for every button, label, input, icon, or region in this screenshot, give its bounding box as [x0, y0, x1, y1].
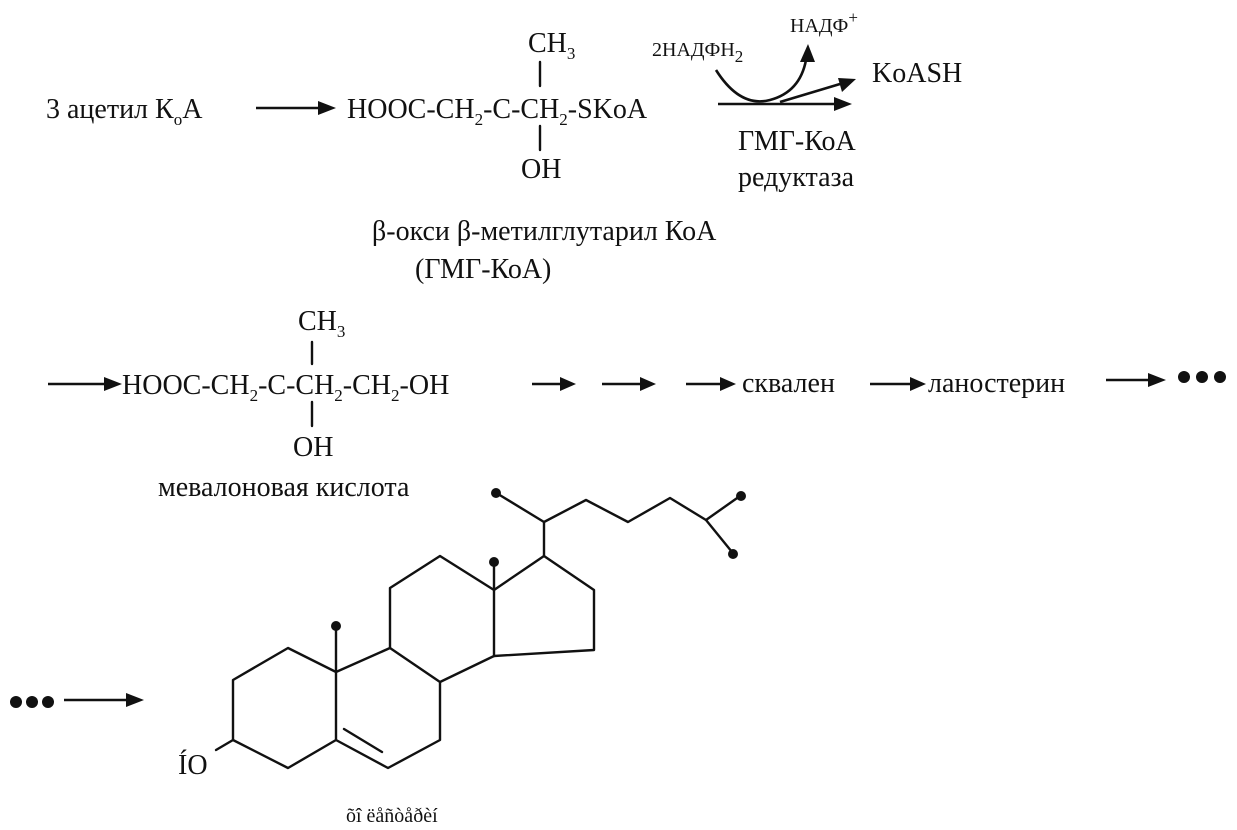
arrow-1: [256, 101, 336, 115]
arrow-6: [870, 377, 926, 391]
arrow-8: [64, 693, 144, 707]
arrow-7: [1106, 373, 1166, 387]
reductase-arrow: [714, 44, 856, 111]
mevalonate-formula: HOOC-CH2-C-CH2-CH2-OH: [122, 370, 449, 405]
start-label: 3 ацетил КоА: [46, 94, 203, 129]
arrow-2: [48, 377, 122, 391]
arrow-5: [686, 377, 736, 391]
row1-ch3: CH3: [528, 28, 575, 63]
arrow-3: [532, 377, 576, 391]
row1-oh: OH: [521, 154, 561, 185]
enzyme-name-2: редуктаза: [738, 162, 855, 193]
product-label: õî ëåñòåðèí: [346, 805, 438, 827]
hmg-coa-abbr: (ГМГ-КоА): [415, 254, 551, 285]
lanosterol-label: ланостерин: [928, 368, 1065, 399]
squalene-label: сквален: [742, 368, 835, 399]
enzyme-name: ГМГ-КоА: [738, 126, 857, 157]
cholesterol-structure: [214, 488, 746, 770]
ellipsis-dots-1: [1178, 371, 1226, 383]
mevalonate-name: мевалоновая кислота: [158, 472, 410, 503]
coash-label: KoASH: [872, 58, 962, 89]
arrow-4: [602, 377, 656, 391]
hmg-coa-name: β-окси β-метилглутарил КоА: [372, 216, 717, 247]
cofactor-out: НАДФ+: [790, 8, 858, 37]
row2-ch3: CH3: [298, 306, 345, 341]
cofactor-in: 2НАДФН2: [652, 39, 743, 66]
row1-hmg-formula: HOOC-CH2-C-CH2-SKoA: [347, 94, 648, 129]
row2-oh: OH: [293, 432, 333, 463]
ho-label: ÍO: [178, 750, 208, 781]
ellipsis-dots-2: [10, 696, 54, 708]
